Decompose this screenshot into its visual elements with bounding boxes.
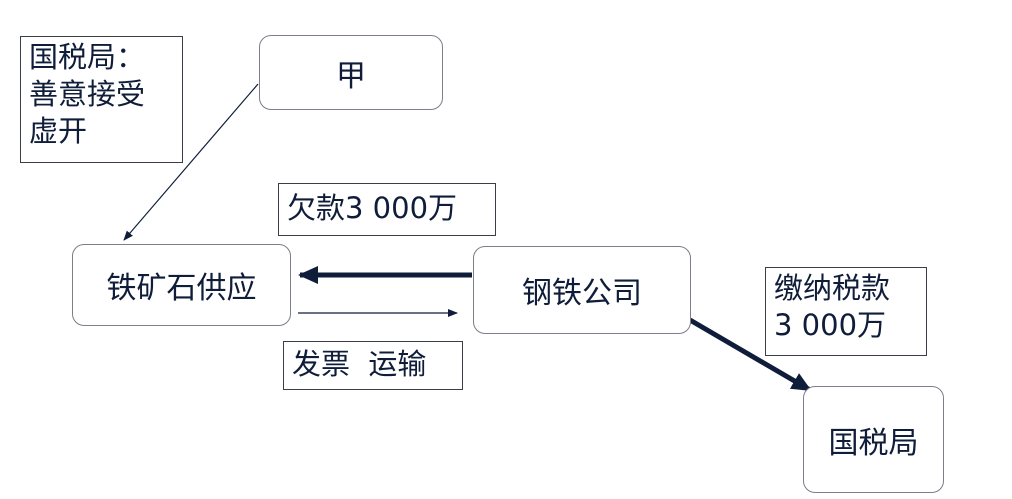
node-steel-company-label: 钢铁公司 [522,276,642,311]
pay-tax-label-box: 缴纳税款 3 000万 [765,267,927,356]
tax-bureau-note-box: 国税局： 善意接受 虚开 [20,36,183,163]
tax-bureau-note-line-1: 国税局： [29,40,146,74]
pay-tax-line-2: 3 000万 [774,308,887,342]
tax-bureau-note-line-2: 善意接受 [29,77,146,111]
tax-bureau-note-line-3: 虚开 [29,114,88,148]
node-tax-bureau-label: 国税局 [828,425,919,461]
node-iron-ore-supplier: 铁矿石供应 [72,244,291,326]
arrow-steel-to-tax-bureau [688,317,812,393]
node-jia-label: 甲 [336,58,366,94]
arrow-jia-to-supplier [123,83,259,241]
node-iron-ore-supplier-label: 铁矿石供应 [106,271,257,306]
invoice-transport-label: 发票 运输 [292,347,427,381]
node-steel-company: 钢铁公司 [473,246,691,334]
node-tax-bureau: 国税局 [803,386,944,493]
debt-label-box: 欠款3 000万 [278,183,496,236]
node-jia: 甲 [259,35,443,110]
pay-tax-line-1: 缴纳税款 [774,271,891,305]
debt-label: 欠款3 000万 [287,191,458,225]
invoice-transport-label-box: 发票 运输 [283,341,463,390]
